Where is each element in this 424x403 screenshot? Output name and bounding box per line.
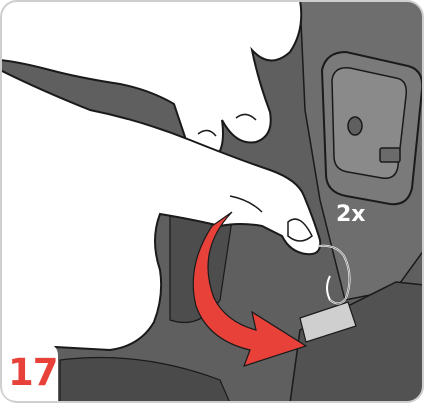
latch-slot	[380, 148, 400, 162]
latch-hole	[348, 117, 362, 135]
repeat-count-label: 2x	[336, 202, 376, 228]
step-number: 17	[8, 351, 56, 395]
